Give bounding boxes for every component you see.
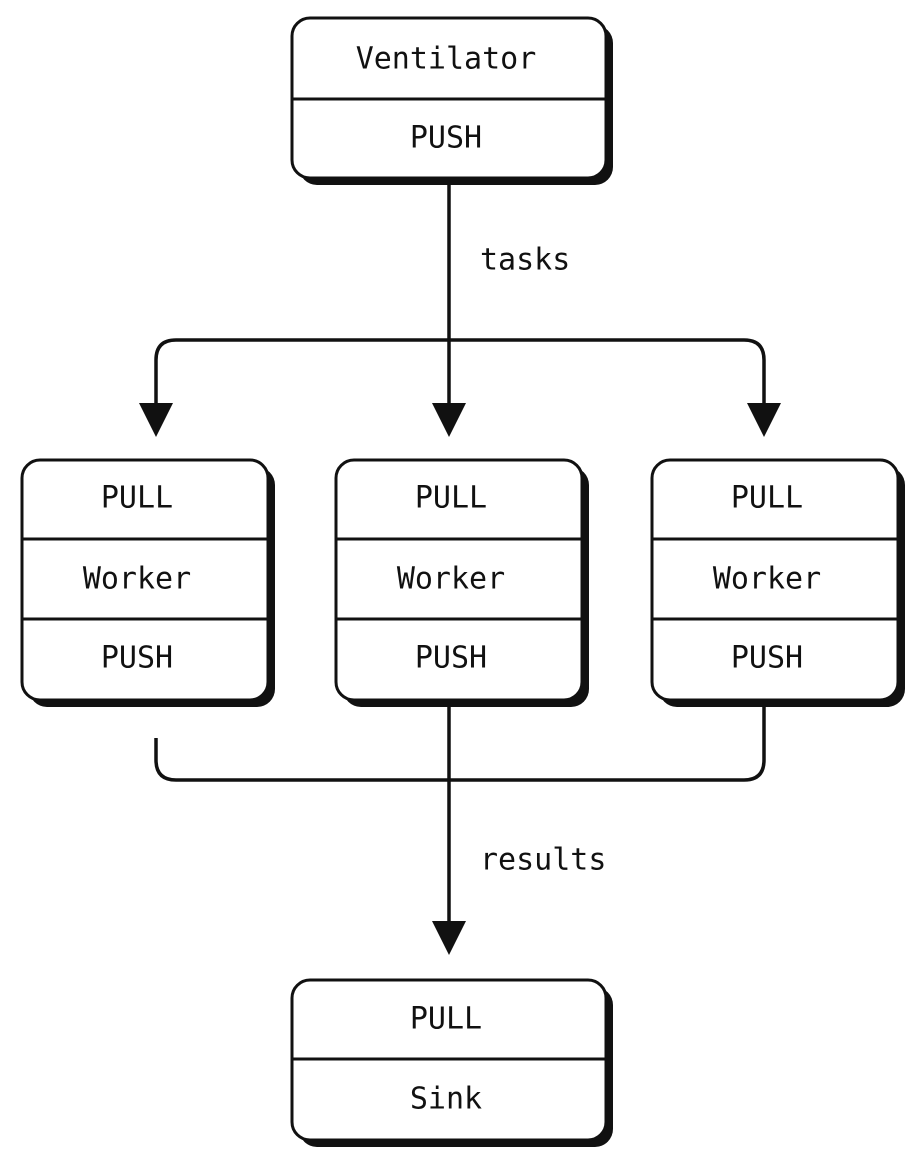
tasks-edge-branch	[154, 338, 766, 408]
worker-2-socket-pull: PULL	[415, 481, 487, 516]
worker-node-3: PULL Worker PUSH	[650, 458, 905, 707]
ventilator-socket-push: PUSH	[410, 121, 482, 156]
worker-1-socket-push: PUSH	[101, 641, 173, 676]
worker-3-socket-pull: PULL	[731, 481, 803, 516]
sink-name: Sink	[410, 1082, 482, 1117]
worker-3-socket-push: PUSH	[731, 641, 803, 676]
tasks-label: tasks	[480, 243, 570, 278]
worker-node-2: PULL Worker PUSH	[334, 458, 589, 707]
worker-2-name: Worker	[397, 562, 505, 597]
tasks-arrowhead-right	[747, 403, 781, 437]
results-label: results	[480, 843, 606, 878]
worker-1-name: Worker	[83, 562, 191, 597]
worker-2-socket-push: PUSH	[415, 641, 487, 676]
tasks-arrowhead-left	[139, 403, 173, 437]
tasks-arrowhead-middle	[432, 403, 466, 437]
worker-1-socket-pull: PULL	[101, 481, 173, 516]
worker-3-name: Worker	[713, 562, 821, 597]
sink-socket-pull: PULL	[410, 1002, 482, 1037]
edges: tasks results	[139, 182, 781, 955]
sink-node: PULL Sink	[290, 978, 613, 1147]
worker-node-1: PULL Worker PUSH	[20, 458, 275, 707]
ventilator-name: Ventilator	[356, 42, 537, 77]
results-edge-merge	[154, 700, 766, 782]
ventilator-node: Ventilator PUSH	[290, 16, 613, 185]
results-arrowhead	[432, 921, 466, 955]
